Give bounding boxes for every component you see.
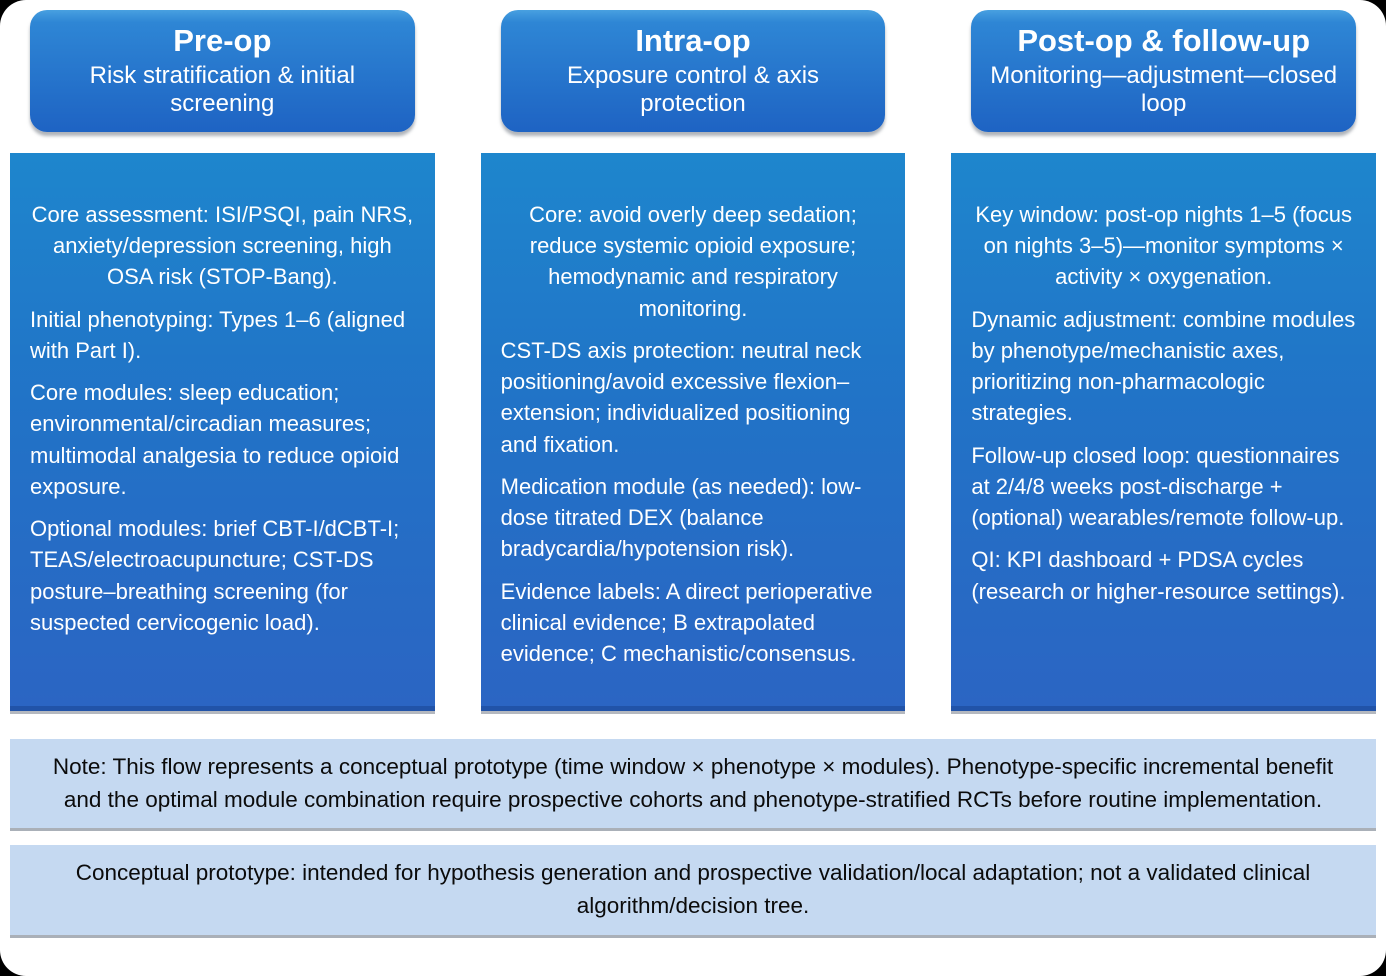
post-op-paragraph-follow-up-loop: Follow-up closed loop: questionnaires at… bbox=[971, 442, 1345, 531]
intra-op-paragraph-axis-protection: CST-DS axis protection: neutral neck pos… bbox=[500, 337, 862, 457]
intra-op-header-box: Intra-op Exposure control & axis protect… bbox=[500, 10, 886, 132]
phase-columns: Pre-op Risk stratification & initial scr… bbox=[10, 8, 1377, 711]
post-op-paragraph-key-window: Key window: post-op nights 1–5 (focus on… bbox=[975, 202, 1352, 290]
intra-op-title: Intra-op bbox=[635, 22, 751, 58]
pre-op-body-box: Core assessment: ISI/PSQI, pain NRS, anx… bbox=[10, 153, 435, 711]
intra-op-body-box: Core: avoid overly deep sedation; reduce… bbox=[480, 153, 906, 711]
pre-op-title: Pre-op bbox=[173, 22, 272, 58]
pre-op-subtitle: Risk stratification & initial screening bbox=[89, 61, 356, 118]
column-post-op: Post-op & follow-up Monitoring—adjustmen… bbox=[951, 8, 1377, 711]
intra-op-paragraph-evidence-labels: Evidence labels: A direct perioperative … bbox=[500, 578, 873, 667]
post-op-paragraph-qi: QI: KPI dashboard + PDSA cycles (researc… bbox=[971, 547, 1346, 604]
post-op-body-box: Key window: post-op nights 1–5 (focus on… bbox=[951, 153, 1377, 711]
intra-op-subtitle: Exposure control & axis protection bbox=[566, 61, 820, 118]
pre-op-header-box: Pre-op Risk stratification & initial scr… bbox=[30, 10, 415, 132]
pre-op-paragraph-core-assessment: Core assessment: ISI/PSQI, pain NRS, anx… bbox=[31, 202, 414, 290]
intra-op-paragraph-core: Core: avoid overly deep sedation; reduce… bbox=[529, 202, 857, 321]
pre-op-paragraph-optional-modules: Optional modules: brief CBT-I/dCBT-I; TE… bbox=[30, 516, 400, 635]
pre-op-paragraph-core-modules: Core modules: sleep education; environme… bbox=[30, 380, 400, 499]
post-op-header-box: Post-op & follow-up Monitoring—adjustmen… bbox=[971, 10, 1357, 132]
intra-op-paragraph-medication-module: Medication module (as needed): low-dose … bbox=[500, 473, 862, 562]
column-pre-op: Pre-op Risk stratification & initial scr… bbox=[10, 8, 435, 711]
post-op-paragraph-dynamic-adjustment: Dynamic adjustment: combine modules by p… bbox=[971, 306, 1356, 426]
post-op-title: Post-op & follow-up bbox=[1017, 22, 1311, 58]
note-disclaimer: Conceptual prototype: intended for hypot… bbox=[10, 845, 1376, 935]
pre-op-paragraph-initial-phenotyping: Initial phenotyping: Types 1–6 (aligned … bbox=[30, 306, 406, 363]
column-intra-op: Intra-op Exposure control & axis protect… bbox=[480, 8, 906, 711]
note-conceptual-flow: Note: This flow represents a conceptual … bbox=[10, 739, 1376, 829]
post-op-subtitle: Monitoring—adjustment—closed loop bbox=[990, 61, 1338, 118]
